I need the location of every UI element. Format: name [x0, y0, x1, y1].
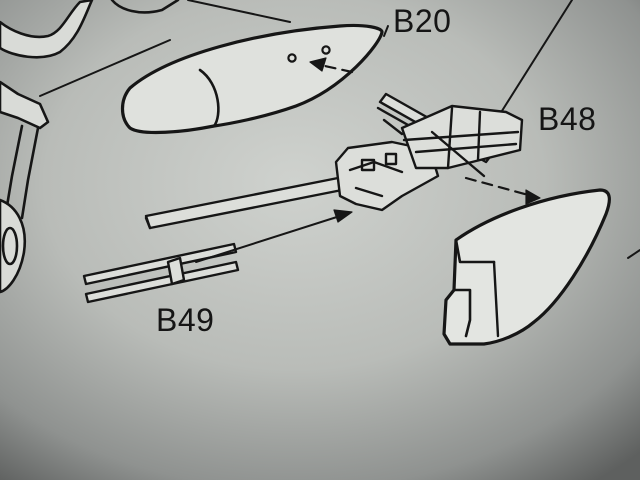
- part-label-b20: B20: [393, 3, 452, 39]
- leader-line-b20-top: [187, 0, 291, 23]
- part-b20: [120, 23, 384, 135]
- arrow-to-cowl: [464, 176, 534, 198]
- upper-left-assembly: [0, 0, 180, 294]
- right-edge-part: [627, 249, 640, 259]
- arrow-b49: [195, 215, 341, 263]
- part-b49: [82, 242, 240, 304]
- leader-line-left: [39, 39, 171, 97]
- part-gun-assembly: [144, 92, 524, 230]
- part-cowl-right: [442, 188, 611, 346]
- leader-line-b48: [499, 0, 573, 115]
- arrow-b20: [314, 62, 354, 74]
- part-label-b49: B49: [156, 302, 215, 338]
- part-label-b48: B48: [538, 101, 597, 137]
